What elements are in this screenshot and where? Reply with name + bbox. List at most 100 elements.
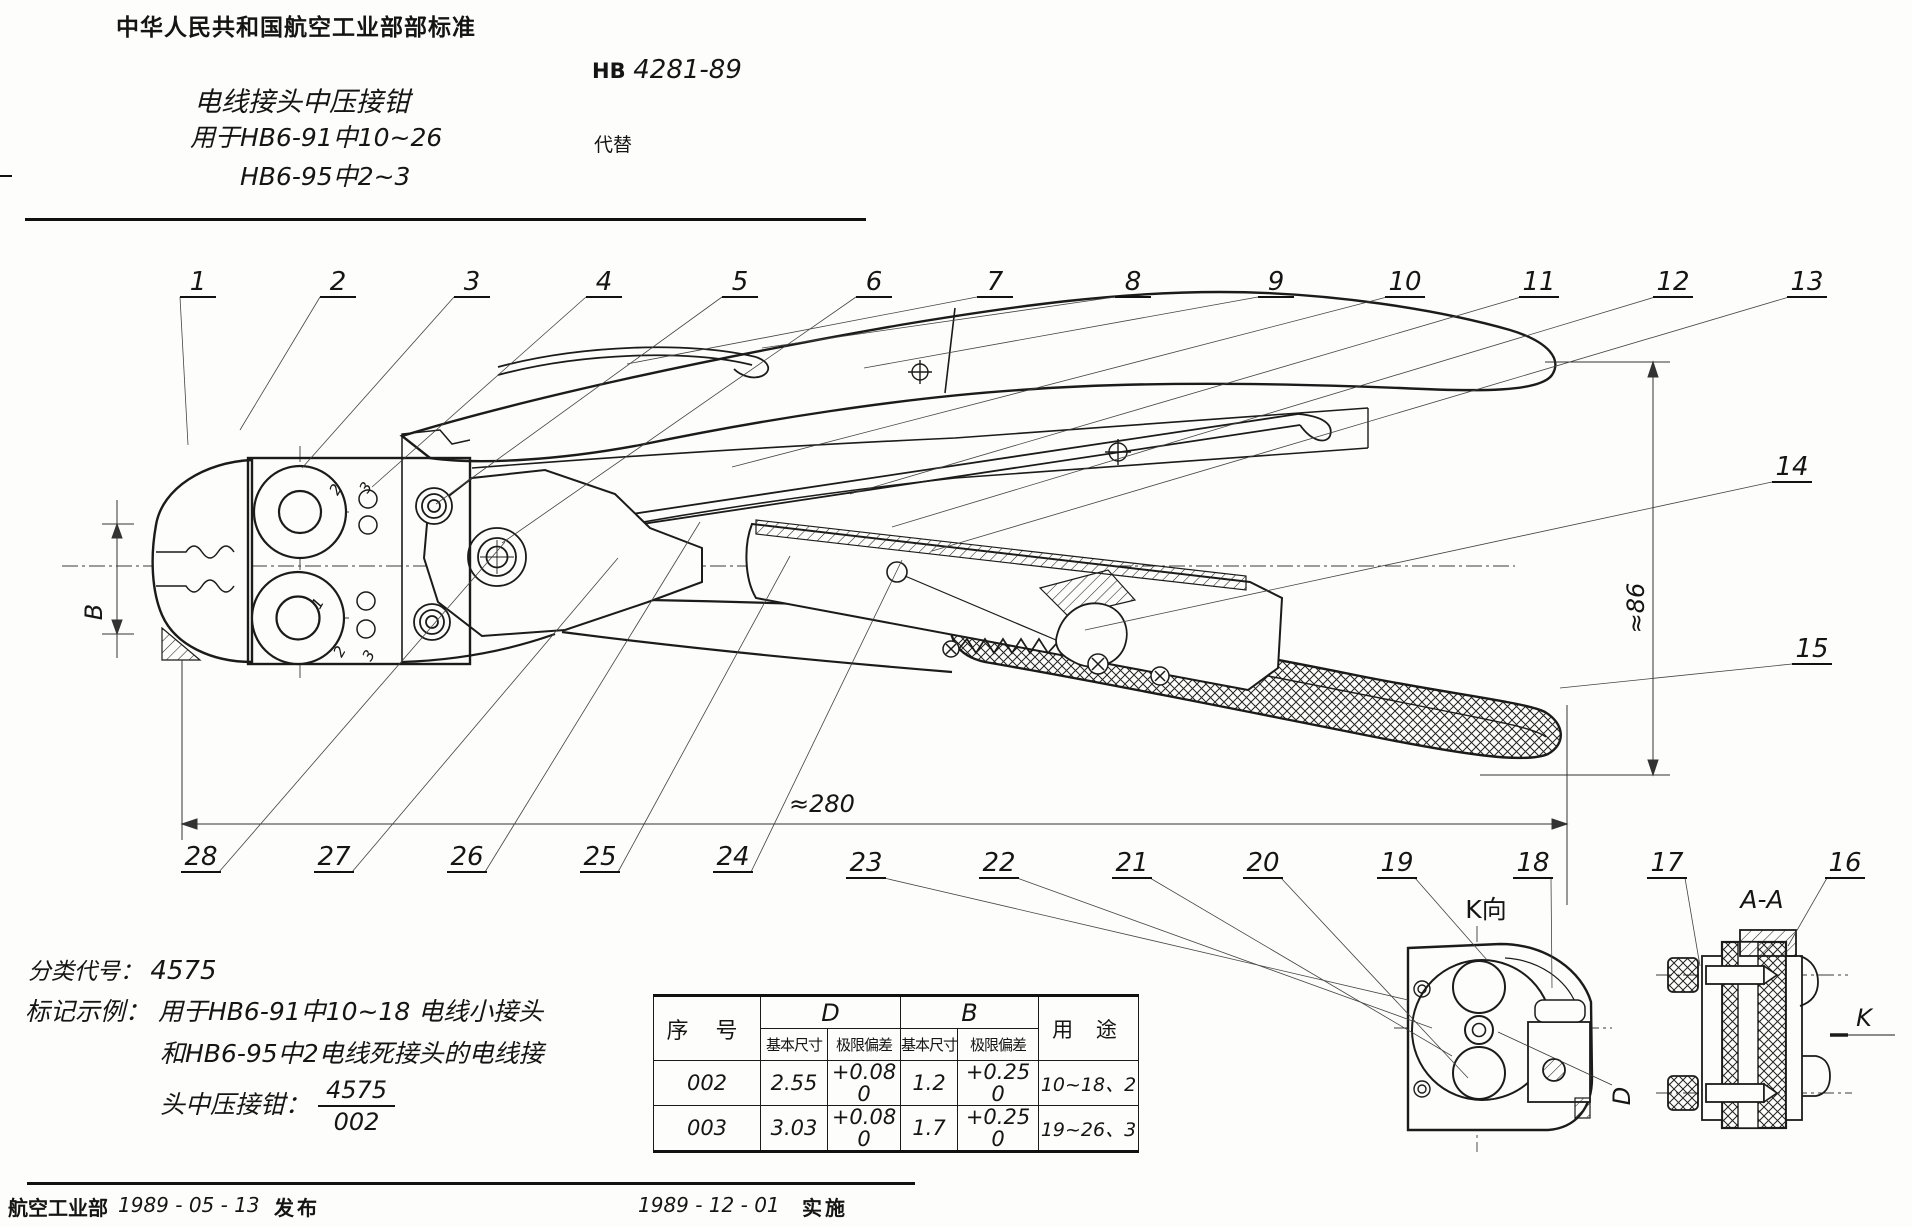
dimension-length: ≈280: [180, 660, 1569, 905]
callout-23: 23: [849, 848, 882, 878]
callout-19: 19: [1380, 848, 1413, 878]
callouts-bottom: 28 27 26 25 24 23 22 21 20 19 18 17 16: [181, 842, 1865, 879]
link-rod-bottom: [515, 424, 1301, 544]
dim-height-label: ≈86: [1622, 583, 1650, 634]
callout-3: 3: [464, 267, 481, 297]
callout-18: 18: [1516, 848, 1549, 878]
lever-screws: [908, 360, 1131, 465]
footer-rule: [27, 1182, 915, 1185]
aa-right-plate: [1785, 955, 1803, 1121]
callout-4: 4: [596, 267, 613, 297]
callout-24: 24: [716, 842, 749, 872]
standard-code-number: 4281-89: [633, 55, 742, 85]
marking-example-line-2: 和HB6-95中2电线死接头的电线接: [160, 1039, 544, 1068]
subheader-b-basic: 基本尺寸: [900, 1028, 959, 1061]
callout-27: 27: [317, 842, 351, 872]
dev-upper: +0.25: [965, 1060, 1031, 1084]
replaces-label: 代替: [594, 134, 633, 156]
k-view-latch: [1534, 999, 1586, 1023]
aa-bolt-head-top: [1667, 957, 1699, 993]
dimension-d: D: [1497, 1031, 1636, 1105]
crimp-jaw-lower-profile: [156, 579, 235, 593]
footer-impl-date: 1989 - 12 - 01: [638, 1193, 780, 1217]
callout-leaders: [179, 296, 1828, 1079]
callout-17: 17: [1650, 848, 1684, 878]
head-ring-bolts: [413, 487, 453, 641]
k-view-hole-bottom: [1452, 1046, 1506, 1100]
table-row: 003 3.03 +0.08 0 1.7 +0.25 0 19~26、3: [653, 1105, 1140, 1153]
aa-right-cap-top: [1799, 955, 1819, 1007]
crimp-jaw-upper-profile: [156, 545, 235, 559]
cell-use: 19~26、3: [1038, 1105, 1140, 1153]
lower-arm-bottom: [561, 630, 953, 674]
release-latch-inner: [497, 354, 753, 376]
doc-title-line-3: HB6-95中2~3: [240, 162, 411, 191]
cell-d-dev: +0.08 0: [826, 1105, 902, 1153]
pawl-link: [904, 575, 1057, 641]
cell-b-basic: 1.7: [900, 1105, 959, 1153]
grip-boundary-upper: [944, 307, 956, 394]
marking-example-label: 标记示例：: [25, 997, 151, 1026]
callout-1: 1: [190, 267, 207, 297]
ratchet-screws: [942, 640, 1170, 686]
ratchet-pawl: [1055, 602, 1128, 668]
aa-bolt-tip-bottom: [1763, 1082, 1779, 1104]
aa-right-cap-bottom: [1802, 1055, 1831, 1097]
fraction-numerator: 4575: [317, 1076, 396, 1107]
ratchet-frame: [745, 522, 1284, 692]
footer-org: 航空工业部: [8, 1196, 108, 1220]
col-header-serial: 序 号: [653, 995, 761, 1061]
callout-14: 14: [1775, 452, 1808, 482]
callout-20: 20: [1246, 848, 1279, 878]
classification-label: 分类代号：: [28, 959, 143, 985]
upper-lever-edge-bottom: [544, 447, 1369, 541]
dev-lower: 0: [991, 1082, 1005, 1106]
callout-13: 13: [1790, 267, 1823, 297]
dev-lower: 0: [857, 1082, 871, 1106]
classification-line: 分类代号： 4575: [28, 952, 216, 986]
k-view-boss: [1464, 1015, 1494, 1045]
k-view-hole-top: [1452, 960, 1506, 1014]
k-view-screws: [1413, 980, 1431, 1098]
k-arrow-label: K: [1856, 1004, 1874, 1032]
k-view-label: K向: [1465, 895, 1506, 924]
fraction-denominator: 002: [333, 1108, 380, 1136]
dim-b-label: B: [80, 604, 108, 620]
upper-handle: [399, 290, 1557, 463]
callout-10: 10: [1388, 267, 1421, 297]
col-header-d: D: [759, 995, 902, 1029]
callout-11: 11: [1522, 267, 1555, 297]
footer-impl-label: 实施: [802, 1196, 848, 1220]
lower-jaw-arm: [401, 632, 556, 664]
marking-example-fraction: 4575 002: [317, 1076, 396, 1136]
link-rod-hook: [1297, 413, 1332, 442]
link-pin: [886, 561, 908, 583]
dim-length-label: ≈280: [789, 790, 855, 818]
footer-issue-label: 发布: [274, 1196, 320, 1220]
subheader-d-dev: 极限偏差: [826, 1028, 902, 1061]
callout-16: 16: [1828, 848, 1861, 878]
aa-bolt-shaft-bottom: [1705, 1083, 1765, 1103]
coil-spring: [957, 637, 1057, 655]
aa-left-plate: [1701, 955, 1723, 1121]
aa-bolt-shaft-top: [1705, 965, 1765, 985]
cam-discs: [250, 464, 348, 666]
cell-use: 10~18、2: [1038, 1059, 1140, 1107]
cell-d-dev: +0.08 0: [826, 1059, 902, 1107]
marking-example-text-1: 用于HB6-91中10~18 电线小接头: [157, 997, 544, 1026]
classification-code: 4575: [150, 956, 217, 986]
k-view: [1406, 942, 1594, 1132]
head-nose: [151, 458, 254, 664]
crimping-tool-body: [151, 290, 1562, 760]
section-aa: [1667, 929, 1831, 1130]
die-retainer-wedge: [161, 626, 202, 661]
dev-lower: 0: [991, 1127, 1005, 1152]
aa-top-cap: [1739, 929, 1797, 957]
callout-9: 9: [1268, 267, 1285, 297]
pivot-plate: [422, 468, 703, 638]
doc-title-line-2: 用于HB6-91中10~26: [190, 123, 443, 152]
callout-8: 8: [1125, 267, 1142, 297]
aa-bolt-head-bottom: [1667, 1075, 1699, 1111]
